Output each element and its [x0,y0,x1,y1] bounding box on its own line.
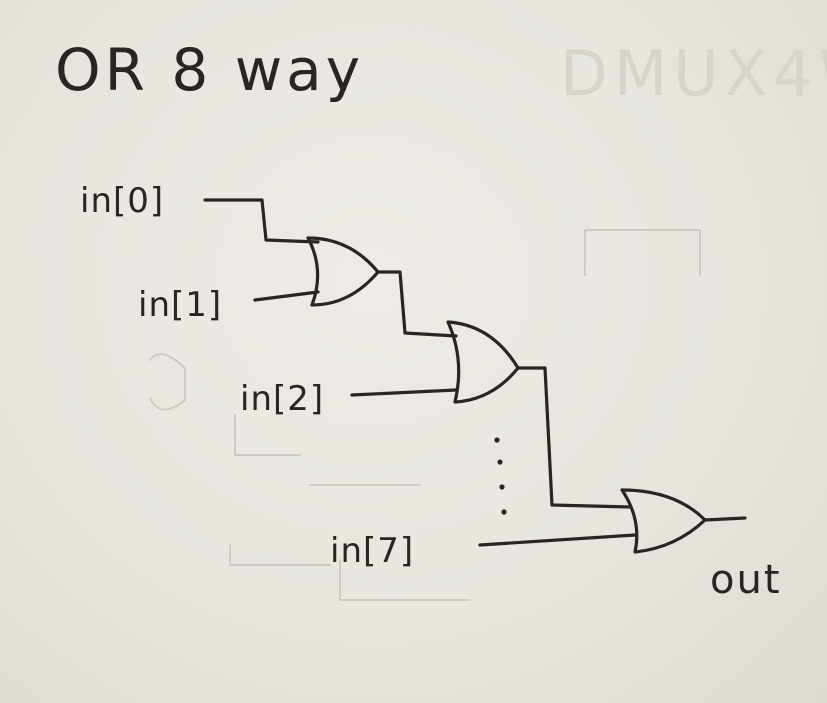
wire-out [703,516,747,522]
output-label: out [710,557,782,603]
wire-or1-out [376,270,458,338]
wire-in2 [350,388,458,397]
or-gate-1 [306,236,380,307]
input-label-in0: in[0] [80,181,164,221]
input-label-in1: in[1] [138,285,222,325]
input-label-in2: in[2] [240,379,324,419]
continuation-dots [494,437,507,515]
or-gate-2 [446,320,520,404]
or-gate-3 [620,488,707,554]
input-label-in7: in[7] [330,531,414,571]
wire-or2-out [516,366,632,509]
ghost-text: DMUX4WAY [560,37,827,110]
diagram-title: OR 8 way [55,36,364,104]
erased-background-marks: DMUX4WAY [149,37,827,601]
wires [203,198,747,547]
wire-in0 [203,198,320,244]
wire-in7 [478,533,637,547]
wire-in1 [253,290,320,302]
